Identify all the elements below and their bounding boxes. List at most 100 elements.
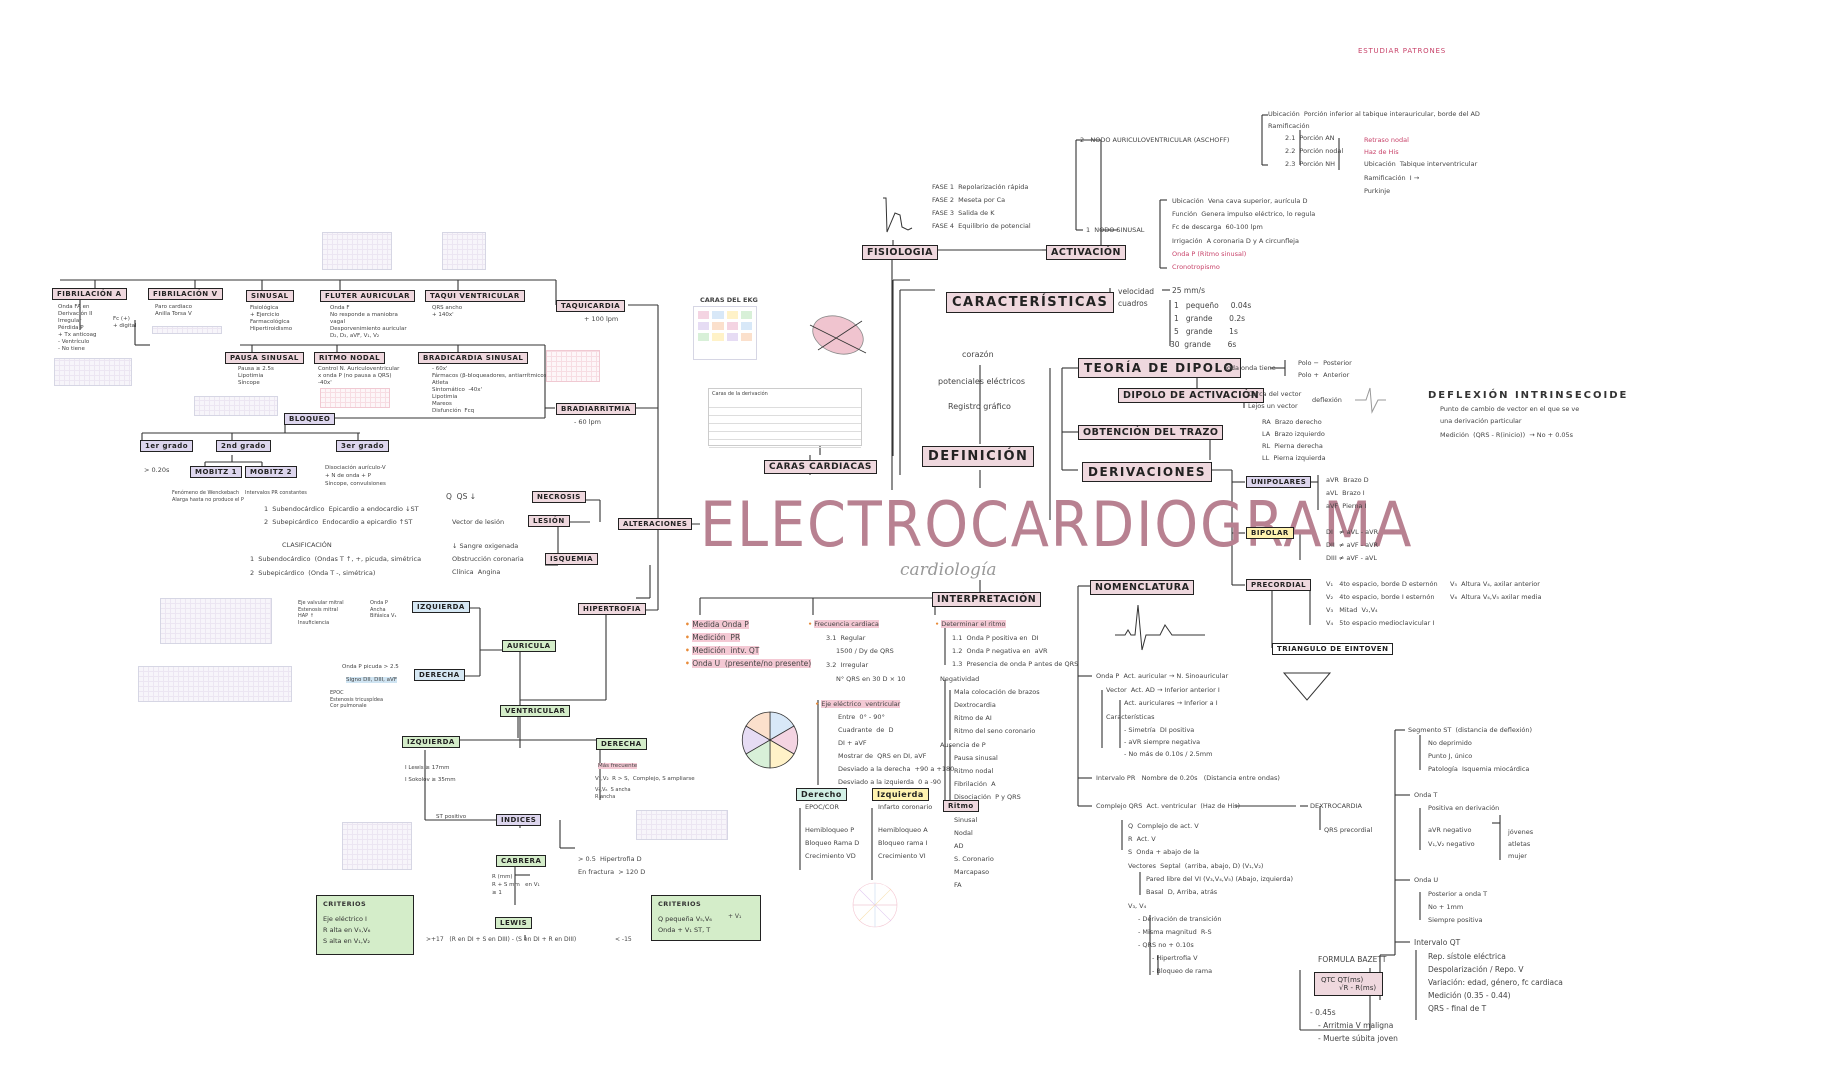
clasificacion-label: CLASIFICACIÓN (282, 541, 332, 549)
aus-3: Fibrilación A (954, 780, 996, 788)
aur-der-signo-text: Signo DII, DIII, aVF (346, 677, 397, 683)
avr-negativa: - aVR siempre negativa (1124, 738, 1201, 746)
taqui-v-desc: QRS ancho + 140x' (432, 305, 463, 318)
st-2: Punto J, único (1428, 752, 1473, 760)
bradicardia-sinusal-box: BRADICARDIA SINUSAL (418, 352, 529, 364)
izq-4: Crecimiento VI (878, 852, 926, 860)
formula-qtc: QTC QT(ms) (1321, 976, 1364, 984)
basal: Basal D, Arriba, atrás (1146, 888, 1218, 896)
teoria-dipolo-box: TEORÍA DE DIPOLO (1078, 358, 1241, 378)
nodo-av-his: Haz de His (1364, 148, 1399, 156)
formula-bazett-label: FORMULA BAZETT (1318, 955, 1387, 964)
mobitz-1-box: MOBITZ 1 (190, 466, 243, 478)
dipolo-activacion-box: DIPOLO DE ACTIVACIÓN (1118, 388, 1265, 403)
swatch (726, 311, 738, 319)
ausencia-p: Ausencia de P (940, 741, 986, 749)
bradi-desc: - 60x' Fármacos (β-bloqueadores, antiarr… (432, 366, 549, 414)
der-3: Bloqueo Rama D (805, 839, 860, 847)
nodo-av-ubicacion: Ubicación Porción inferior al tabique in… (1268, 110, 1480, 118)
derivaciones-box: DERIVACIONES (1082, 462, 1212, 482)
eje-1: Entre 0° - 90° (838, 713, 885, 721)
nodo-s-crono: Cronotropismo (1172, 263, 1220, 271)
ecg-thumbnail (322, 232, 392, 270)
table-row (709, 424, 861, 432)
lesion-2: 2 Subepicárdico Endocardio a epicardio ↑… (264, 518, 413, 526)
segmento-st: Segmento ST (distancia de deflexión) (1408, 726, 1533, 734)
tercer-grado-desc: Disociación aurículo-V + N de onda + P S… (325, 465, 386, 487)
mobitz-1-desc: Fenómeno de Wenckebach Alarga hasta no p… (172, 490, 244, 503)
qt-1: Rep. sístole eléctrica (1428, 952, 1506, 961)
bradiarritmia-box: BRADIARRITMIA (556, 403, 636, 415)
onda-r: R Act. V (1128, 835, 1156, 843)
intervalo-pr: Intervalo PR Nombre de 0.20s (Distancia … (1096, 774, 1280, 782)
criterio-der-3: + V₁ (728, 913, 742, 920)
ritmo-3: 1.3 Presencia de onda P antes de QRS (952, 660, 1079, 668)
deriv-avf: aVF Pierna I (1326, 502, 1367, 510)
electrodo-rl: RL Pierna derecha (1262, 442, 1323, 450)
deriv-v2: V₂ 4to espacio, borde I esternón (1326, 593, 1435, 601)
eje-3: DI + aVF (838, 739, 867, 747)
frec-regular: 3.1 Regular (826, 634, 866, 642)
frec-formula-2: N° QRS en 30 D × 10 (836, 675, 906, 683)
caras-cardiacas-box: CARAS CARDIACAS (764, 460, 877, 474)
fase-4: FASE 4 Equilibrio de potencial (932, 222, 1031, 230)
polo-positivo: Polo + Anterior (1298, 371, 1350, 379)
eje-4: Mostrar de QRS en DI, aVF (838, 752, 927, 760)
definicion-box: DEFINICIÓN (922, 446, 1035, 467)
onda-q: Q Complejo de act. V (1128, 822, 1199, 830)
ritmo-ad: AD (954, 842, 964, 850)
izquierda-auricula-box: IZQUIERDA (412, 601, 470, 613)
nodo-s-fc: Fc de descarga 60-100 lpm (1172, 223, 1263, 231)
qt-2: Despolarización / Repo. V (1428, 965, 1524, 974)
isquemia-1: 1 Subendocárdico (Ondas T ↑, +, picuda, … (250, 555, 422, 563)
onda-s: S Onda + abajo de la (1128, 848, 1200, 856)
ritmo-2: 1.2 Onda P negativa en aVR (952, 647, 1048, 655)
der-v-desc-text: Más frecuente (598, 763, 638, 769)
nodo-s-onda-p: Onda P (Ritmo sinusal) (1172, 250, 1247, 258)
deflexion-desc-2: una derivación particular (1440, 417, 1522, 425)
izq-1: Infarto coronario (878, 803, 933, 811)
ritmo-box: Ritmo (943, 800, 979, 812)
isquemia-4: Obstrucción coronaria (452, 555, 524, 563)
aus-2: Ritmo nodal (954, 767, 994, 775)
mobitz-2-box: MOBITZ 2 (245, 466, 298, 478)
onda-u: Onda U (1414, 876, 1439, 884)
caras-table-title: Caras de la derivación (712, 391, 768, 397)
deriv-d2: DII ≠ aVF - aVR (1326, 541, 1379, 549)
eje-electrico: • Eje eléctrico ventricular (815, 700, 901, 708)
fluter-box: FLUTER AURICULAR (320, 290, 416, 302)
qrs-duracion: - QRS no + 0.10s (1138, 941, 1194, 949)
transicion: - Derivación de transición (1138, 915, 1222, 923)
swatch (740, 322, 752, 330)
neg-3: Ritmo de AI (954, 714, 992, 722)
medicion-qt-text: Medición intv. QT (692, 646, 760, 655)
polo-negativo: Polo − Posterior (1298, 359, 1352, 367)
frecuencia-text: Frecuencia cardiaca (814, 620, 879, 628)
ritmo-seno: S. Coronario (954, 855, 994, 863)
isquemia-2: 2 Subepicárdico (Onda T -, simétrica) (250, 569, 376, 577)
ecg-thumbnail (194, 396, 278, 416)
triangulo-box: TRIANGULO DE EINTOVEN (1272, 643, 1394, 655)
deflexion-label: deflexión (1312, 396, 1342, 404)
fib-v-desc: Paro cardiaco Anilla Torsa V (155, 304, 193, 317)
table-row (709, 408, 861, 416)
electrodo-la: LA Brazo izquierdo (1262, 430, 1325, 438)
fluter-desc: Onda F No responde a maniobra vagal Desp… (330, 305, 407, 339)
eje-izquierda-box: Izquierda (872, 788, 929, 801)
fisiologia-box: FISIOLOGIA (862, 245, 938, 260)
eje-2: Cuadrante de D (838, 726, 894, 734)
fibrilacion-a-box: FIBRILACIÓN A (52, 288, 127, 300)
swatch (712, 333, 724, 341)
sinusal-desc: Fisiológica + Ejercicio Farmacológica Hi… (250, 305, 293, 332)
primer-grado-box: 1er grado (140, 440, 194, 452)
onda-u-2: No + 1mm (1428, 903, 1464, 911)
necrosis-desc: Q QS ↓ (446, 492, 477, 501)
nodo-av-purkinje: Purkinje (1364, 187, 1391, 195)
velocidad-label: velocidad (1118, 287, 1155, 296)
segundo-grado-box: 2nd grado (216, 440, 271, 452)
onda-u-presente: • Onda U (presente/no presente) (685, 659, 812, 668)
qt-3: Variación: edad, género, fc cardiaca (1428, 978, 1563, 987)
table-row (709, 416, 861, 424)
ecg-thumbnail (442, 232, 486, 270)
isquemia-box: ISQUEMIA (545, 553, 599, 565)
